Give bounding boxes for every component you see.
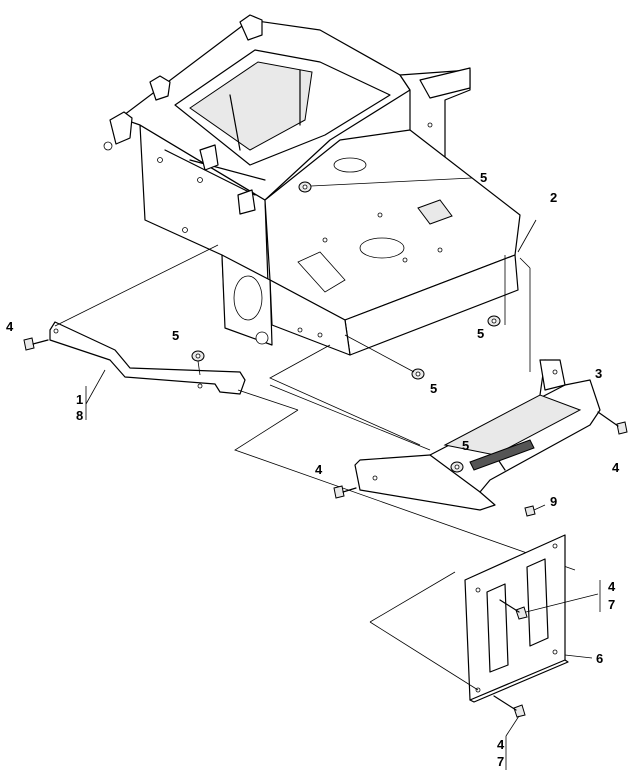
callout-4-cradle-right: 4 bbox=[612, 460, 620, 475]
bolt-cradle-left bbox=[333, 485, 357, 499]
nut-cradle bbox=[450, 461, 464, 473]
callout-5-deck-right: 5 bbox=[477, 326, 484, 341]
callout-3: 3 bbox=[595, 366, 602, 381]
bolt-plate-lower bbox=[493, 695, 526, 718]
callout-6: 6 bbox=[596, 651, 603, 666]
callout-4-bottom: 4 bbox=[497, 737, 505, 752]
callout-7-bottom: 7 bbox=[497, 754, 504, 769]
callout-4-cradle-left: 4 bbox=[315, 462, 323, 477]
callout-7-plate: 7 bbox=[608, 597, 615, 612]
bolt-plate-upper bbox=[499, 599, 528, 620]
callout-5-left-bracket: 5 bbox=[172, 328, 179, 343]
callout-5-cradle: 5 bbox=[462, 438, 469, 453]
callout-5-frame-top: 5 bbox=[480, 170, 487, 185]
callout-8: 8 bbox=[76, 408, 83, 423]
callout-4-plate: 4 bbox=[608, 579, 616, 594]
callout-4-left: 4 bbox=[6, 319, 14, 334]
callout-5-deck-front: 5 bbox=[430, 381, 437, 396]
bolt-cradle-right bbox=[597, 411, 628, 435]
front-plate bbox=[464, 534, 569, 703]
nut-left-bracket bbox=[191, 350, 205, 362]
callout-1: 1 bbox=[76, 392, 83, 407]
left-bracket bbox=[49, 321, 246, 395]
callout-2: 2 bbox=[550, 190, 557, 205]
nut-deck-front bbox=[411, 368, 425, 380]
main-frame bbox=[103, 14, 521, 356]
callout-9: 9 bbox=[550, 494, 557, 509]
bolt-left-bracket bbox=[23, 337, 49, 351]
nut-frame-top bbox=[298, 181, 312, 193]
front-cradle bbox=[354, 359, 601, 511]
pin-9 bbox=[524, 505, 536, 517]
nut-deck-right bbox=[487, 315, 501, 327]
